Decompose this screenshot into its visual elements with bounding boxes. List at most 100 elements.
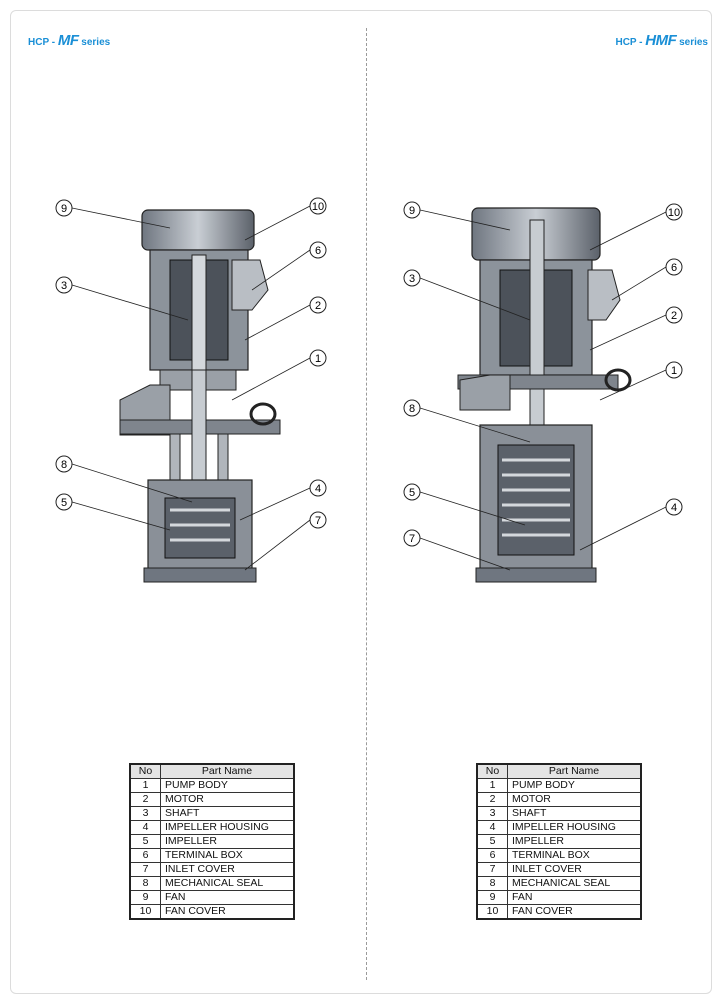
part-number-cell: 4 [476,820,508,835]
callout-label: 5 [409,487,415,499]
callout-label: 10 [312,201,324,213]
part-number-cell: 7 [476,862,508,877]
part-number-cell: 3 [129,806,161,821]
callout-labels-left: 9 10 3 6 2 1 8 4 5 7 [55,197,327,529]
column-header-no: No [476,763,508,779]
callout-label: 8 [409,403,415,415]
part-name-cell: FAN [507,890,642,905]
series-suffix: series [78,37,111,48]
part-number-cell: 9 [476,890,508,905]
callout-label: 7 [409,533,415,545]
column-header-part-name: Part Name [507,763,642,779]
part-name-cell: SHAFT [507,806,642,821]
callout-label: 1 [315,353,321,365]
part-name-cell: TERMINAL BOX [507,848,642,863]
part-number-cell: 5 [129,834,161,849]
callout-label: 3 [409,273,415,285]
callout-label: 9 [409,205,415,217]
column-header-part-name: Part Name [160,763,295,779]
part-number-cell: 10 [476,904,508,920]
callout-label: 9 [61,203,67,215]
callout-label: 4 [671,502,677,514]
part-name-cell: IMPELLER [507,834,642,849]
callout-labels-right: 9 10 3 6 2 1 8 5 4 7 [403,201,683,547]
pump-cutaway-drawing-hmf: 9 10 3 6 2 1 8 5 4 7 [403,201,683,583]
series-title-left: HCP - MF series [28,32,110,50]
part-number-cell: 2 [476,792,508,807]
part-number-cell: 8 [129,876,161,891]
part-name-cell: INLET COVER [160,862,295,877]
part-name-cell: FAN COVER [160,904,295,920]
table-header-row: No Part Name [129,763,295,779]
callout-label: 8 [61,459,67,471]
part-name-cell: MECHANICAL SEAL [160,876,295,891]
part-number-cell: 1 [476,778,508,793]
callout-label: 1 [671,365,677,377]
series-model: HMF [645,32,677,49]
part-name-cell: MOTOR [507,792,642,807]
part-number-cell: 3 [476,806,508,821]
column-divider [366,28,367,980]
part-number-cell: 9 [129,890,161,905]
series-suffix: series [676,37,708,48]
part-number-cell: 7 [129,862,161,877]
callout-label: 3 [61,280,67,292]
part-number-cell: 5 [476,834,508,849]
series-prefix: HCP - [28,37,58,48]
callout-label: 10 [668,207,680,219]
part-name-cell: TERMINAL BOX [160,848,295,863]
callout-label: 2 [671,310,677,322]
callout-label: 2 [315,300,321,312]
part-number-cell: 10 [129,904,161,920]
column-header-no: No [129,763,161,779]
series-prefix: HCP - [615,37,646,48]
part-name-cell: IMPELLER HOUSING [507,820,642,835]
part-number-cell: 8 [476,876,508,891]
part-number-cell: 1 [129,778,161,793]
series-title-right: HCP - HMF series [615,32,708,50]
callout-label: 4 [315,483,321,495]
part-name-cell: MOTOR [160,792,295,807]
callout-label: 6 [315,245,321,257]
series-model: MF [57,32,79,49]
part-name-cell: FAN COVER [507,904,642,920]
part-name-cell: IMPELLER HOUSING [160,820,295,835]
part-name-cell: FAN [160,890,295,905]
part-number-cell: 6 [476,848,508,863]
part-name-cell: SHAFT [160,806,295,821]
part-name-cell: INLET COVER [507,862,642,877]
part-number-cell: 2 [129,792,161,807]
table-header-row: No Part Name [476,763,642,779]
part-number-cell: 4 [129,820,161,835]
part-name-cell: MECHANICAL SEAL [507,876,642,891]
callout-label: 6 [671,262,677,274]
pump-cutaway-drawing-mf: 9 10 3 6 2 1 8 4 5 7 [55,197,327,583]
part-name-cell: PUMP BODY [507,778,642,793]
callout-label: 7 [315,515,321,527]
part-number-cell: 6 [129,848,161,863]
callout-label: 5 [61,497,67,509]
